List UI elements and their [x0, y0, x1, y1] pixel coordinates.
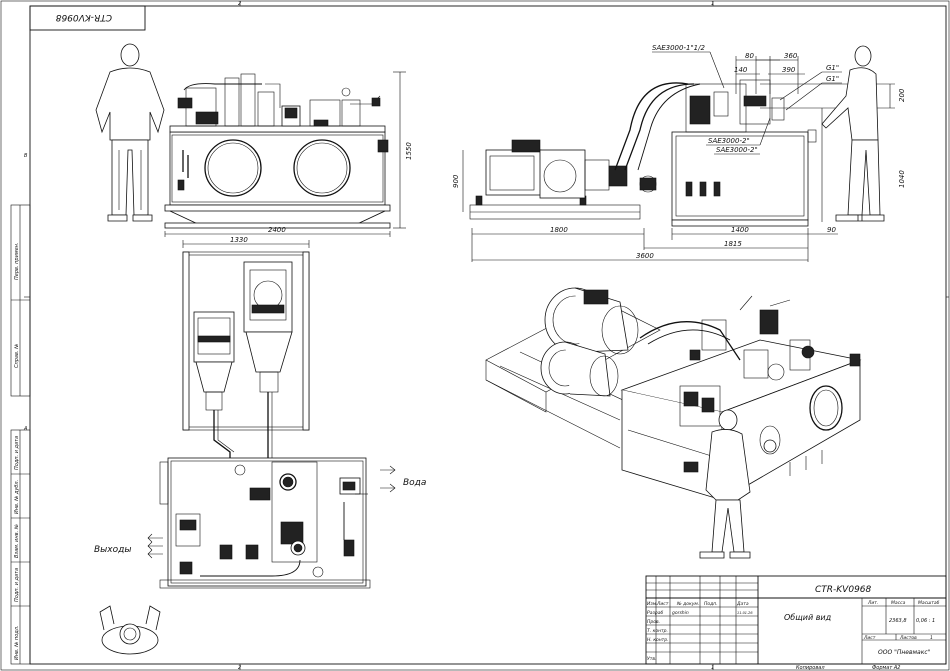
zone-bottom-1: 1 [711, 665, 714, 671]
dim-side-3600: 3600 [636, 252, 654, 260]
tb-sheets-label: Листов [899, 635, 917, 641]
human-figure-top [99, 605, 161, 655]
label-water: Вода [403, 478, 426, 488]
isometric-view [485, 287, 862, 559]
title-block: Изм. Лист № докум. Подп. Дата Разраб gor… [645, 575, 947, 671]
inner-frame [29, 5, 947, 665]
tb-company: ООО "Пневмакс" [878, 649, 931, 656]
tb-name-0: gorshin [672, 610, 689, 616]
callout-sae-2a: SAE3000-2" [708, 137, 750, 145]
dim-top-390: 390 [782, 66, 796, 74]
callout-g1-a: G1" [826, 64, 839, 72]
dim-side-200: 200 [898, 88, 906, 102]
dim-top-width: 1330 [230, 236, 248, 244]
zone-left-a: A [23, 426, 28, 432]
dim-top-80: 80 [745, 52, 754, 60]
strip-label-1: Справ. № [14, 344, 20, 368]
tb-title: Общий вид [784, 613, 832, 622]
label-outlets: Выходы [94, 545, 131, 555]
tb-role-0: Разраб [647, 610, 663, 616]
dim-top-140: 140 [734, 66, 748, 74]
tb-copied: Копировал [796, 665, 825, 671]
tb-role-4: Утв. [647, 656, 656, 662]
zone-top-1: 1 [711, 1, 714, 7]
tb-format: Формат A2 [872, 665, 900, 671]
tb-mass: 2363,8 [889, 618, 907, 624]
zone-top-2: 2 [238, 1, 241, 7]
dim-side-1040: 1040 [898, 170, 906, 188]
tb-date-0: 11.01.26 [737, 611, 753, 615]
tb-lit-label: Лит. [867, 600, 878, 606]
callout-g1-b: G1" [826, 75, 839, 83]
tb-col-list: Лист [656, 601, 669, 607]
tb-mass-label: Масса [891, 600, 906, 606]
tb-col-doc: № докум. [676, 601, 699, 607]
code-box-rotated [29, 5, 146, 31]
tb-role-2: Т. контр. [647, 628, 668, 634]
tb-col-date: Дата [736, 601, 749, 607]
tb-sheet-label: Лист [863, 635, 876, 641]
code-rotated: CTR-KV0968 [55, 12, 112, 22]
side-strip: Перв. примен. Справ. № Подп. и дата Инв.… [10, 204, 31, 665]
dim-front-width: 2400 [268, 226, 286, 234]
tb-scale: 0,06 : 1 [916, 618, 935, 624]
strip-label-6: Инв. № подл. [14, 626, 20, 661]
tb-role-1: Пров. [647, 619, 660, 625]
dim-side-1800: 1800 [550, 226, 568, 234]
callout-sae-2b: SAE3000-2" [716, 146, 758, 154]
strip-label-4: Взам. инв. № [14, 524, 20, 558]
tb-col-izm: Изм. [647, 601, 658, 607]
zone-left-b: B [24, 153, 28, 159]
dim-top-360: 360 [784, 52, 798, 60]
dim-side-1815: 1815 [724, 240, 742, 248]
strip-label-2: Подп. и дата [14, 436, 20, 470]
zone-bottom-2: 2 [238, 665, 241, 671]
tb-col-sign: Подп. [704, 601, 718, 607]
dim-side-1400: 1400 [731, 226, 749, 234]
front-dimensions: 2400 1550 [164, 71, 413, 237]
tb-code: CTR-KV0968 [815, 585, 872, 595]
strip-label-3: Инв. № дубл. [14, 480, 20, 514]
tb-scale-label: Масштаб [918, 600, 940, 606]
plan-view: 1330 [94, 236, 426, 589]
human-figure-side [821, 45, 885, 222]
callout-sae-top: SAE3000-1"1/2 [652, 44, 705, 52]
dim-side-900: 900 [452, 174, 460, 188]
strip-label-5: Подп. и дата [14, 568, 20, 602]
tb-role-3: Н. контр. [647, 637, 669, 643]
strip-label-0: Перв. примен. [14, 242, 20, 280]
side-view: 1800 1400 90 1815 3600 900 1040 200 80 3… [452, 44, 906, 262]
tb-sheets-count: 1 [930, 635, 933, 641]
dim-side-90: 90 [827, 226, 836, 234]
front-view [164, 73, 391, 229]
human-figure-front [95, 43, 165, 222]
dim-front-height: 1550 [405, 142, 413, 160]
